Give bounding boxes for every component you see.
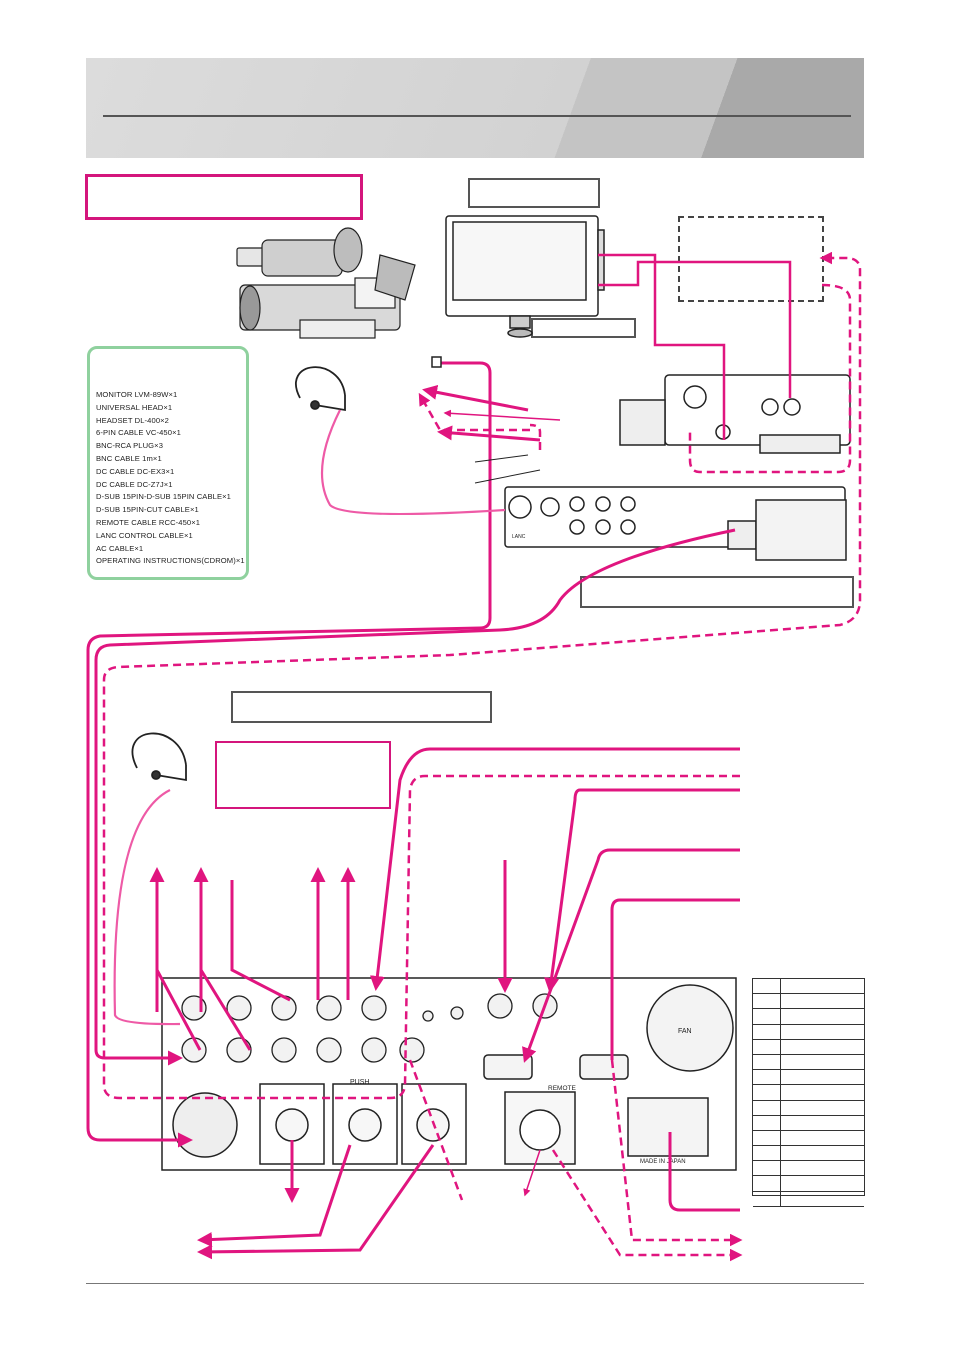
fan-label: FAN <box>678 1028 692 1035</box>
footer-rule <box>86 1283 864 1284</box>
accessory-item: HEADSET DL-400×2 <box>96 415 170 425</box>
headset-note-box <box>215 741 391 809</box>
connector-table <box>752 978 865 1207</box>
camera-adapter-mid-icon: LANC <box>504 486 847 561</box>
accessories-list: MONITOR LVM-89W×1 UNIVERSAL HEAD×1 HEADS… <box>96 389 245 568</box>
lanc-label: LANC <box>512 534 526 540</box>
accessories-box: MONITOR LVM-89W×1 UNIVERSAL HEAD×1 HEADS… <box>87 346 249 580</box>
lcd-monitor-icon <box>445 215 605 338</box>
made-in-label: MADE IN JAPAN <box>640 1159 686 1165</box>
header-rule <box>103 115 851 117</box>
camcorder-icon <box>236 227 416 339</box>
accessory-item: D-SUB 15PIN-CUT CABLE×1 <box>96 505 199 515</box>
accessory-item: D-SUB 15PIN-D-SUB 15PIN CABLE×1 <box>96 492 231 502</box>
accessory-item: BNC CABLE 1m×1 <box>96 453 162 463</box>
universal-head-label-box <box>531 318 636 338</box>
accessory-item: UNIVERSAL HEAD×1 <box>96 402 173 412</box>
headset-icon <box>295 366 346 412</box>
remote-label: REMOTE <box>548 1085 576 1092</box>
accessory-item: BNC-RCA PLUG×3 <box>96 441 164 451</box>
dashed-cable-paths <box>102 251 862 1262</box>
camera-title-box <box>85 174 363 220</box>
base-station-label-box <box>231 691 492 723</box>
accessory-item: 6-PIN CABLE VC-450×1 <box>96 428 181 438</box>
accessory-item: LANC CONTROL CABLE×1 <box>96 530 193 540</box>
accessory-item: AC CABLE×1 <box>96 543 144 553</box>
headset-icon <box>131 732 187 782</box>
connector-marker <box>431 356 442 368</box>
camera-adapter-label-box <box>580 576 854 608</box>
accessory-item: REMOTE CABLE RCC-450×1 <box>96 517 201 527</box>
monitor-label-box <box>468 178 600 208</box>
cable-paths <box>86 253 792 1260</box>
camera-adapter-top-icon <box>619 374 851 454</box>
accessory-item: DC CABLE DC-EX3×1 <box>96 466 175 476</box>
accessory-item: DC CABLE DC-Z7J×1 <box>96 479 173 489</box>
header-band <box>86 58 864 158</box>
accessory-item: OPERATING INSTRUCTIONS(CDROM)×1 <box>96 556 245 566</box>
base-station-panel: FAN REMOTE PUSH MADE IN JAPAN <box>161 977 737 1171</box>
leader-lines <box>474 454 541 484</box>
push-label: PUSH <box>350 1079 369 1086</box>
accessory-item: MONITOR LVM-89W×1 <box>96 390 178 399</box>
